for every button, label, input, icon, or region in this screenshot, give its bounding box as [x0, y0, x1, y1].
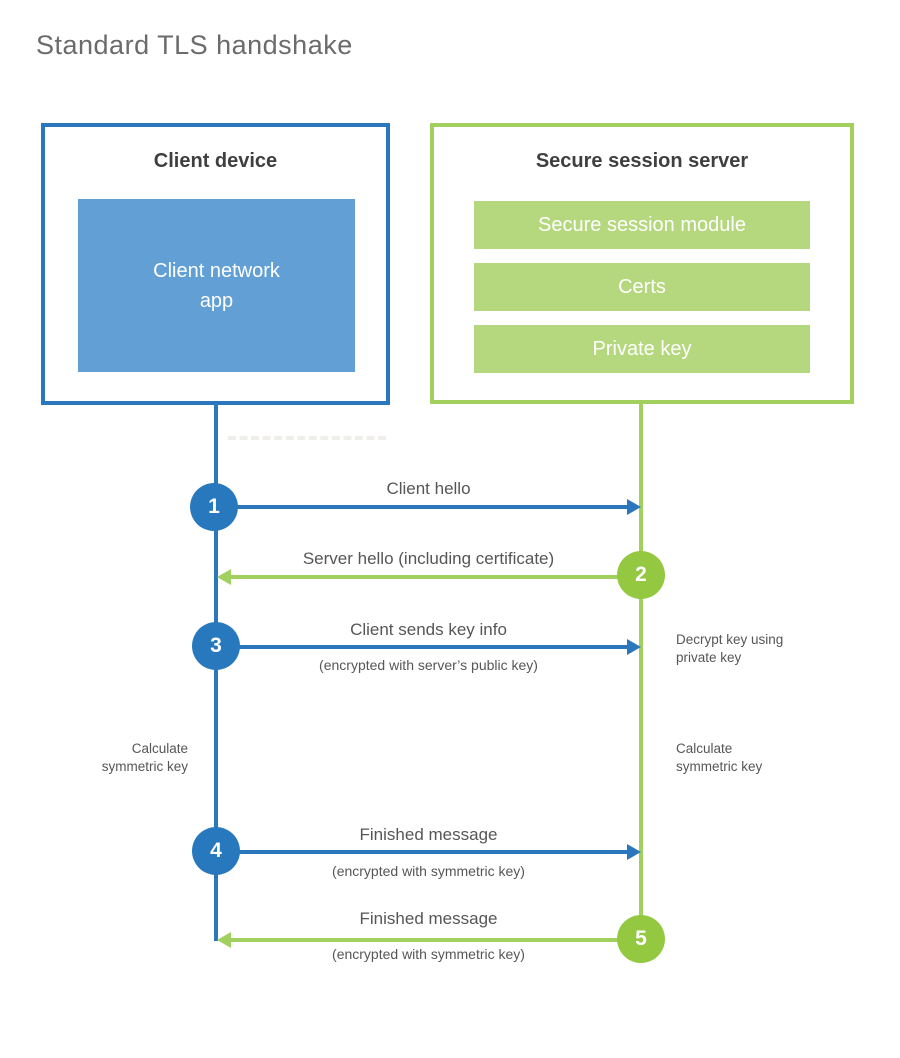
message-2-arrow [231, 575, 641, 579]
message-4-sublabel: (encrypted with symmetric key) [332, 863, 525, 879]
message-5-sublabel: (encrypted with symmetric key) [332, 946, 525, 962]
message-3-arrowhead-right-icon [627, 639, 641, 655]
step-circle-1: 1 [190, 483, 238, 531]
secure-session-server-title: Secure session server [535, 150, 749, 172]
message-1-label: Client hello [386, 479, 471, 498]
server-module-certs: Certs [474, 263, 810, 311]
server-module-secure-session-module: Secure session module [474, 201, 810, 249]
message-3-label: Client sends key info [350, 620, 507, 639]
client-network-app-box: Client network app [78, 199, 355, 372]
message-2-label: Server hello (including certificate) [302, 549, 555, 568]
note-calculate-symmetric-key-client: Calculate symmetric key [101, 741, 188, 774]
client-device-title: Client device [153, 150, 278, 172]
note-decrypt-key: Decrypt key using private key [676, 632, 784, 665]
message-5-label: Finished message [359, 909, 498, 928]
step-circle-2: 2 [617, 551, 665, 599]
message-1-arrow [216, 505, 628, 509]
page-title: Standard TLS handshake [36, 30, 353, 60]
note-calculate-symmetric-key-server: Calculate symmetric key [676, 741, 763, 774]
message-4-arrow [216, 850, 628, 854]
message-5-arrowhead-left-icon [217, 932, 231, 948]
step-circle-5: 5 [617, 915, 665, 963]
message-4-label: Finished message [359, 825, 498, 844]
message-5-arrow [231, 938, 641, 942]
message-3-arrow [216, 645, 628, 649]
message-2-arrowhead-left-icon [217, 569, 231, 585]
server-module-private-key: Private key [474, 325, 810, 373]
server-lifeline [639, 404, 643, 941]
message-4-arrowhead-right-icon [627, 844, 641, 860]
message-1-arrowhead-right-icon [627, 499, 641, 515]
message-3-sublabel: (encrypted with server’s public key) [319, 657, 538, 673]
step-circle-3: 3 [192, 622, 240, 670]
step-circle-4: 4 [192, 827, 240, 875]
faint-dashed-line [228, 436, 386, 440]
client-lifeline [214, 405, 218, 941]
